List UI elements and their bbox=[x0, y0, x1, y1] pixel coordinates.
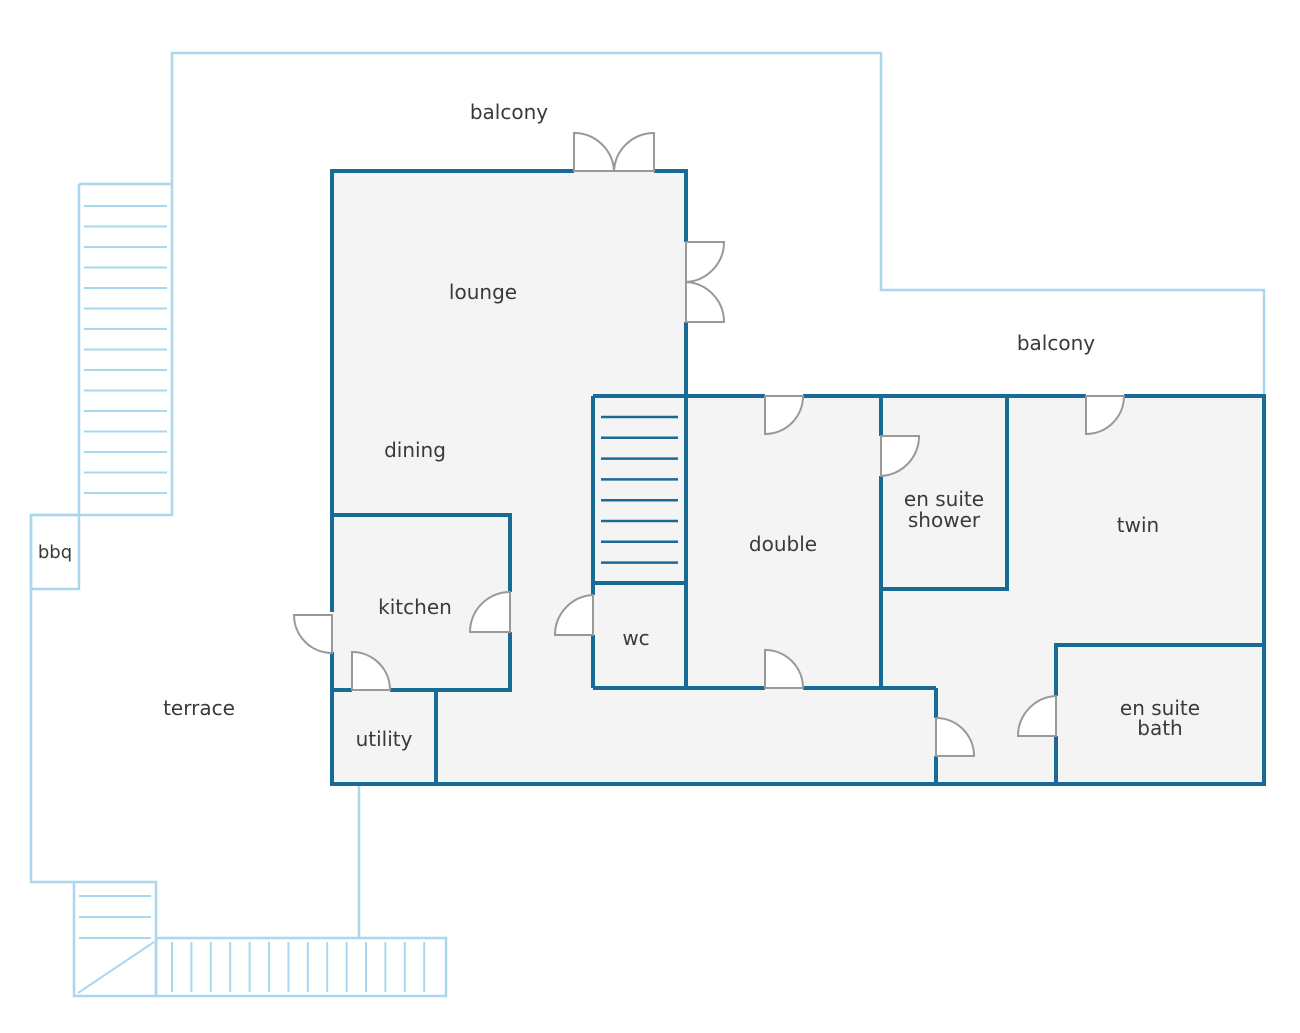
doors bbox=[292, 131, 1126, 757]
label-double: double bbox=[749, 532, 817, 556]
label-lounge: lounge bbox=[449, 280, 517, 304]
interior-stair bbox=[601, 415, 678, 564]
label-dining: dining bbox=[384, 438, 446, 462]
interior-floor bbox=[332, 171, 1264, 784]
label-kitchen: kitchen bbox=[378, 595, 452, 619]
bbq-box bbox=[29, 513, 81, 591]
label-balcony-right: balcony bbox=[1017, 331, 1095, 355]
label-balcony-top: balcony bbox=[470, 100, 548, 124]
label-terrace: terrace bbox=[163, 696, 235, 720]
label-twin: twin bbox=[1117, 513, 1159, 537]
label-wc: wc bbox=[622, 626, 649, 650]
label-bbq: bbq bbox=[38, 542, 72, 563]
outdoor-stair-left bbox=[84, 205, 167, 494]
outdoor-stair-bottom bbox=[72, 880, 448, 998]
label-en-suite-shower-1: en suite bbox=[904, 487, 984, 511]
label-en-suite-shower-2: shower bbox=[908, 508, 981, 532]
label-en-suite-bath-1: en suite bbox=[1120, 696, 1200, 720]
label-utility: utility bbox=[356, 727, 413, 751]
room-labels: balcony balcony lounge dining kitchen ut… bbox=[38, 100, 1200, 751]
label-en-suite-bath-2: bath bbox=[1137, 716, 1182, 740]
walls bbox=[330, 169, 1266, 786]
